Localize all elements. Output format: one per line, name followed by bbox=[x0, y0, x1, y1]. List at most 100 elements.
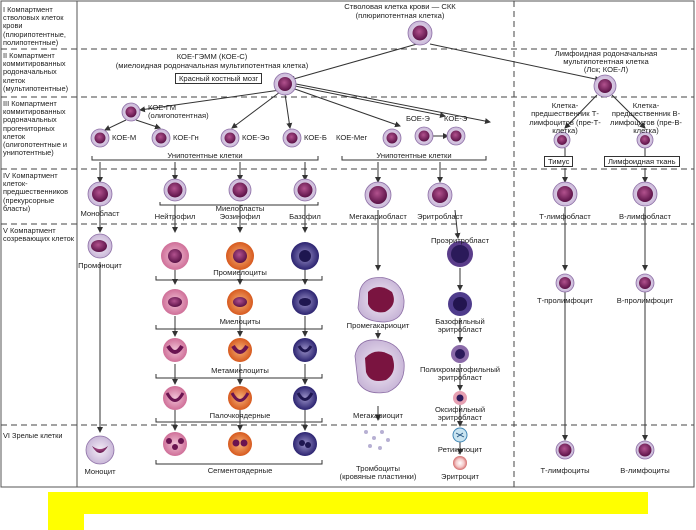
neutrophil-label: Нейтрофил bbox=[154, 212, 196, 221]
megakaryocyte-label: Мегакариоцит bbox=[353, 411, 403, 420]
b-lymphoblast-cell bbox=[632, 181, 658, 207]
cfu-b-cell bbox=[282, 128, 302, 148]
b-prolymphocyte-cell bbox=[635, 273, 655, 293]
promonocyte-label: Промоноцит bbox=[78, 261, 122, 270]
proerythroblast-cell bbox=[447, 241, 473, 267]
myelocytes-label: Миелоциты bbox=[219, 317, 261, 326]
pre-t-cell bbox=[553, 131, 571, 149]
reticulocyte-label: Ретикулоцит bbox=[437, 445, 483, 454]
promyelocytes-label: Промиелоциты bbox=[213, 268, 267, 277]
platelets-label-1: Тромбоциты bbox=[356, 464, 400, 473]
unipotent-right-label: Унипотентные клетки bbox=[376, 151, 452, 160]
cfu-gm-sub-label: (олигопотентная) bbox=[148, 111, 209, 120]
myeloid-progenitor-title: КОЕ-ГЭММ (КОЕ-С) bbox=[176, 52, 248, 61]
pre-b-label: Клетка-предшественник В-лимфоцитов (пре-… bbox=[610, 101, 682, 136]
basophil-label: Базофил bbox=[289, 212, 321, 221]
compartment-4-label: IV Компартмент клеток-предшественников (… bbox=[3, 171, 69, 213]
promegakaryocyte-label: Промегакариоцит bbox=[346, 321, 410, 330]
segmented-label: Сегментоядерные bbox=[207, 466, 273, 475]
stem-title: Стволовая клетка крови — СКК bbox=[344, 2, 456, 11]
oxyphilic-eb-label-2: эритробласт bbox=[437, 413, 483, 422]
stem-cell bbox=[407, 20, 433, 46]
monoblast-label: Монобласт bbox=[80, 209, 120, 218]
pre-t-label: Клетка-предшественник Т-лимфоцитов (пре-… bbox=[529, 101, 601, 136]
promonocyte-cell bbox=[87, 233, 113, 259]
b-prolymphocyte-label: В-пролимфоцит bbox=[616, 296, 674, 305]
promyelocyte-neutrophil-cell bbox=[161, 242, 189, 270]
band-basophil-cell bbox=[293, 386, 317, 410]
myeloid-progenitor-subtitle: (миелоидная родоначальная мультипотентна… bbox=[115, 61, 309, 70]
boe-e-cell bbox=[414, 126, 434, 146]
boe-e-label: БОЕ-Э bbox=[406, 114, 430, 123]
unipotent-left-label: Унипотентные клетки bbox=[167, 151, 243, 160]
lymphoid-progenitor-subtitle: мультипотентная клетка bbox=[563, 57, 649, 66]
cfu-b-label: КОЕ-Б bbox=[304, 133, 327, 142]
compartment-6-label: VI Зрелые клетки bbox=[3, 431, 63, 440]
myeloid-progenitor-cell bbox=[273, 72, 297, 96]
metamyelocyte-eosinophil-cell bbox=[228, 338, 252, 362]
polychromatophilic-eb-label-1: Полихроматофильный bbox=[419, 365, 501, 374]
platelets-label-2: (кровяные пластинки) bbox=[339, 472, 417, 481]
myelocyte-eosinophil-cell bbox=[227, 289, 253, 315]
megakaryoblast-cell bbox=[364, 181, 392, 209]
band-neutrophil-cell bbox=[163, 386, 187, 410]
cfu-eo-label: КОЕ-Эо bbox=[242, 133, 270, 142]
myelocyte-neutrophil-cell bbox=[162, 289, 188, 315]
b-lymphocyte-cell bbox=[635, 440, 655, 460]
reticulocyte-cell bbox=[452, 427, 468, 443]
cfu-meg-cell bbox=[382, 128, 402, 148]
promyelocyte-eosinophil-cell bbox=[226, 242, 254, 270]
compartment-2-label: II Компартмент коммитированных родоначал… bbox=[3, 51, 69, 93]
platelets bbox=[364, 430, 390, 450]
metamyelocytes-label: Метамиелоциты bbox=[211, 366, 269, 375]
megakaryocyte-cell bbox=[354, 339, 405, 394]
erythrocyte-label: Эритроцит bbox=[441, 472, 479, 481]
b-lymphoblast-label: В-лимфобласт bbox=[619, 212, 671, 221]
highlight-foot bbox=[48, 514, 84, 530]
myeloblast-eosinophil-cell bbox=[228, 178, 252, 202]
monocyte-cell bbox=[85, 435, 115, 465]
red-bone-marrow-box: Красный костный мозг bbox=[175, 73, 263, 84]
band-eosinophil-cell bbox=[228, 386, 252, 410]
t-lymphocytes-label: Т-лимфоциты bbox=[540, 466, 590, 475]
oxyphilic-erythroblast-cell bbox=[453, 391, 467, 405]
t-lymphoblast-cell bbox=[552, 181, 578, 207]
myelocyte-basophil-cell bbox=[292, 289, 318, 315]
t-lymphoblast-label: Т-лимфобласт bbox=[539, 212, 591, 221]
megakaryoblast-label: Мегакариобласт bbox=[349, 212, 407, 221]
proerythroblast-label: Проэритробласт bbox=[430, 236, 490, 245]
lymphoid-tissue-box: Лимфоидная ткань bbox=[604, 156, 680, 167]
myeloblasts-label: Миелобласты bbox=[215, 204, 265, 213]
lymphoid-progenitor-subtitle2: (Лск; КОЕ-Л) bbox=[583, 65, 629, 74]
erythrocyte-cell bbox=[453, 456, 467, 470]
cfu-e-cell bbox=[446, 126, 466, 146]
segmented-neutrophil-cell bbox=[163, 432, 187, 456]
erythroblast-label: Эритробласт bbox=[417, 212, 463, 221]
cfu-m-label: КОЕ-М bbox=[112, 133, 137, 142]
lymphoid-progenitor-title: Лимфоидная родоначальная bbox=[554, 49, 658, 58]
band-label: Палочкоядерные bbox=[209, 411, 271, 420]
stem-subtitle: (плюрипотентная клетка) bbox=[355, 11, 445, 20]
promyelocyte-basophil-cell bbox=[291, 242, 319, 270]
polychromatophilic-eb-label-2: эритробласт bbox=[437, 373, 483, 382]
thymus-box: Тимус bbox=[544, 156, 574, 167]
b-lymphocytes-label: В-лимфоциты bbox=[620, 466, 670, 475]
myeloblast-neutrophil-cell bbox=[163, 178, 187, 202]
t-lymphocyte-cell bbox=[555, 440, 575, 460]
highlight-bar bbox=[48, 492, 648, 514]
cfu-gn-cell bbox=[151, 128, 171, 148]
basophilic-eb-label-2: эритробласт bbox=[437, 325, 483, 334]
cfu-gm-label: КОЕ-ГМ bbox=[148, 103, 177, 112]
metamyelocyte-neutrophil-cell bbox=[163, 338, 187, 362]
metamyelocyte-basophil-cell bbox=[293, 338, 317, 362]
lymphoid-progenitor-cell bbox=[593, 74, 617, 98]
cfu-eo-cell bbox=[220, 128, 240, 148]
cfu-meg-label: КОЕ-Мег bbox=[336, 133, 368, 142]
t-prolymphocyte-cell bbox=[555, 273, 575, 293]
segmented-basophil-cell bbox=[293, 432, 317, 456]
monocyte-label: Моноцит bbox=[84, 467, 116, 476]
cfu-m-cell bbox=[90, 128, 110, 148]
basophilic-eb-label-1: Базофильный bbox=[435, 317, 485, 326]
cfu-e-label: КОЕ-Э bbox=[444, 114, 468, 123]
